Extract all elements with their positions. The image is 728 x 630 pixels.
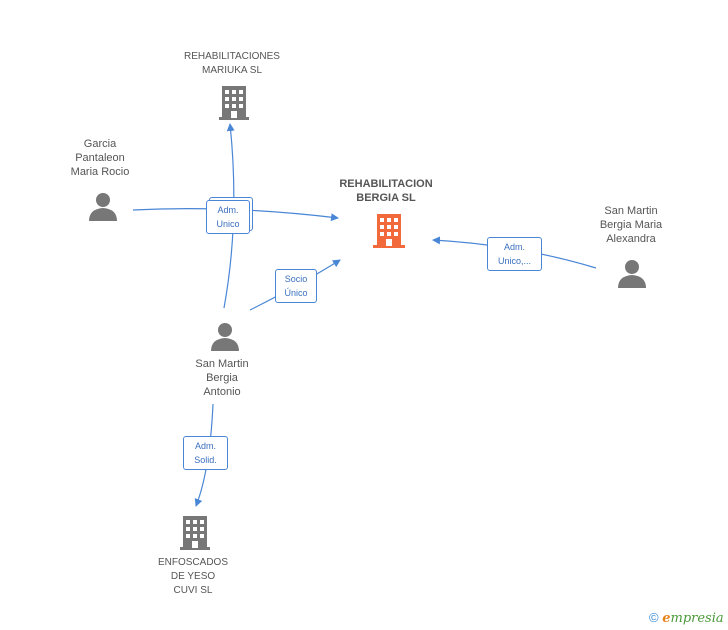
relation-label-antonio-main[interactable]: Socio Único	[275, 269, 317, 303]
person-name-antonio[interactable]: San Martin Bergia Antonio	[195, 358, 249, 398]
building-icon-enfoscados[interactable]	[180, 516, 210, 550]
building-icon-mariuka[interactable]	[219, 86, 249, 120]
logo-text: mpresia	[670, 611, 724, 626]
person-icon-antonio[interactable]	[210, 322, 240, 351]
relation-label-garcia[interactable]: Adm. Unico	[206, 200, 250, 234]
person-icon-alexandra[interactable]	[617, 259, 647, 288]
person-name-alexandra[interactable]: San Martin Bergia Maria Alexandra	[599, 205, 663, 245]
copyright-symbol: ©	[649, 610, 659, 625]
empresia-logo: © empresia	[649, 610, 724, 626]
relation-label-antonio-enfoscados[interactable]: Adm. Solid.	[183, 436, 228, 470]
company-name-enfoscados[interactable]: ENFOSCADOS DE YESO CUVI SL	[157, 557, 228, 596]
company-name-main[interactable]: REHABILITACION BERGIA SL	[339, 178, 433, 204]
logo-e: e	[662, 611, 671, 626]
person-icon-garcia[interactable]	[88, 192, 118, 221]
person-name-garcia[interactable]: Garcia Pantaleon Maria Rocio	[70, 138, 130, 178]
company-name-mariuka[interactable]: REHABILITACIONES MARIUKA SL	[184, 51, 280, 76]
relation-label-alexandra-main[interactable]: Adm. Unico,...	[487, 237, 542, 271]
building-icon-main[interactable]	[373, 214, 405, 248]
